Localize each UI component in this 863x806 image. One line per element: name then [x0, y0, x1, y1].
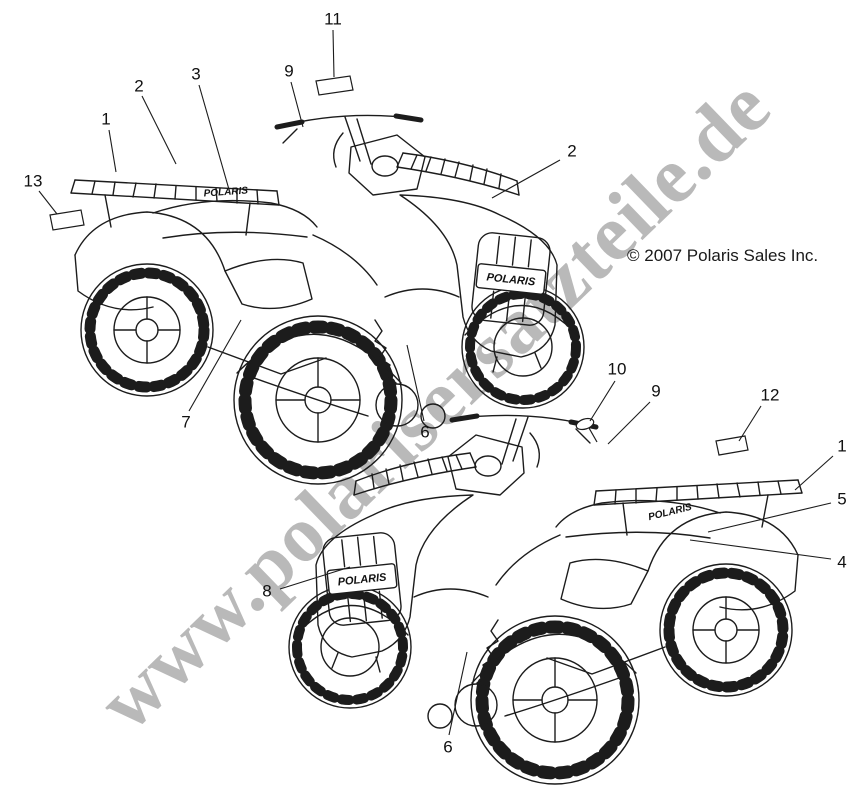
brand-decals: POLARIS POLARIS POLARIS POLARIS [203, 185, 693, 588]
callout-label-12: 12 [760, 385, 780, 405]
callout-label-1-top: 1 [101, 109, 111, 129]
decal-polaris-top-side: POLARIS [203, 185, 248, 199]
callout-label-9-bottom: 9 [651, 381, 661, 401]
callout-label-5: 5 [837, 489, 847, 509]
callout-label-4: 4 [837, 552, 847, 572]
callout-label-6-bottom: 6 [443, 737, 453, 757]
callout-label-2-top-right: 2 [567, 141, 577, 161]
callout-label-6-top: 6 [420, 422, 430, 442]
callout-label-8: 8 [262, 581, 272, 601]
callout-label-13: 13 [23, 171, 43, 191]
callout-leader-lines [38, 29, 834, 736]
atv-top-drawing [71, 115, 584, 484]
callout-label-9-top: 9 [284, 61, 294, 81]
callout-label-7: 7 [181, 412, 191, 432]
decal-polaris-bottom-fender: POLARIS [647, 502, 693, 524]
decal-shape-13 [49, 209, 85, 231]
callout-label-11: 11 [324, 9, 342, 29]
decal-polaris-bottom-grille: POLARIS [337, 571, 388, 588]
mirror-decal-shape-10 [575, 417, 595, 431]
decal-shapes [49, 75, 749, 456]
callout-label-2-top-left: 2 [134, 76, 144, 96]
copyright-text: © 2007 Polaris Sales Inc. [627, 246, 819, 265]
callout-label-3: 3 [191, 64, 201, 84]
decal-polaris-top-grille: POLARIS [486, 271, 537, 288]
callout-label-1-bottom: 1 [837, 436, 847, 456]
decal-shape-11 [315, 75, 354, 96]
decal-shape-12 [715, 435, 749, 456]
atv-bottom-drawing [289, 415, 802, 784]
callout-label-10: 10 [607, 359, 627, 379]
